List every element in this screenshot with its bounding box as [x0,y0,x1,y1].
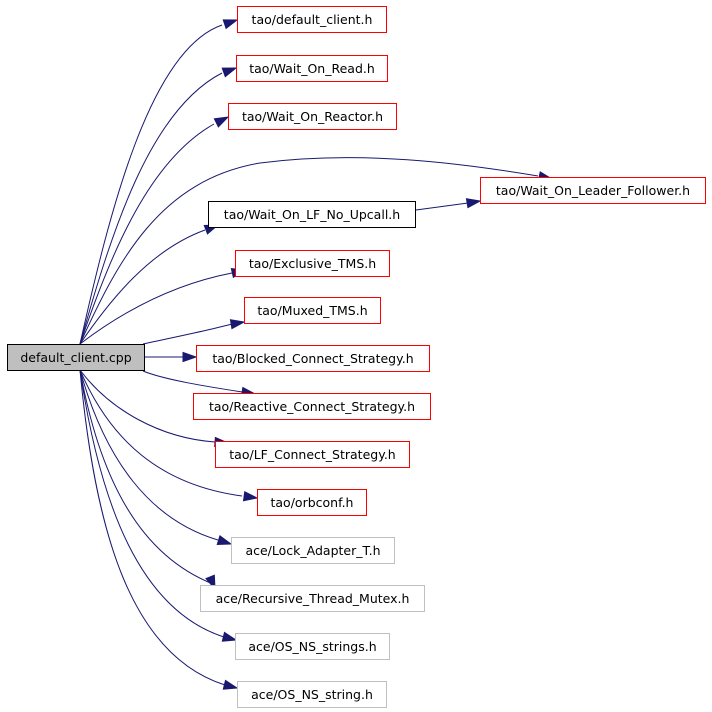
node-tao-exclusive-tms-h[interactable]: tao/Exclusive_TMS.h [235,250,390,277]
node-tao-lf-connect-strategy-h[interactable]: tao/LF_Connect_Strategy.h [215,441,410,468]
arrowhead-root-n2 [221,67,238,78]
node-tao-default-client-h[interactable]: tao/default_client.h [237,6,387,33]
edge-n5-n4 [415,202,469,211]
node-tao-wait-on-leader-follower-h[interactable]: tao/Wait_On_Leader_Follower.h [480,177,706,204]
arrowhead-root-n11 [242,491,259,502]
node-ace-lock-adapter-t-h[interactable]: ace/Lock_Adapter_T.h [231,537,395,564]
edge-root-n4 [79,157,539,345]
edge-root-n1 [79,24,223,345]
arrowhead-root-n7 [229,319,246,330]
node-ace-os-ns-string-h[interactable]: ace/OS_NS_string.h [237,681,387,708]
arrowhead-root-n1 [222,19,239,30]
node-tao-wait-on-read-h[interactable]: tao/Wait_On_Read.h [236,55,388,82]
arrowhead-root-n14 [221,631,238,642]
arrowhead-root-n8 [182,351,198,363]
arrowhead-n5-n4 [465,198,482,209]
edge-root-n3 [79,123,215,345]
edge-root-n6 [79,272,233,345]
node-ace-os-ns-strings-h[interactable]: ace/OS_NS_strings.h [235,633,390,660]
node-tao-wait-on-lf-no-upcall-h[interactable]: tao/Wait_On_LF_No_Upcall.h [208,201,416,228]
edge-root-n15 [79,369,226,686]
edge-root-n13 [79,369,214,585]
node-ace-recursive-thread-mutex-h[interactable]: ace/Recursive_Thread_Mutex.h [200,585,425,612]
edge-root-n10 [79,369,216,443]
node-tao-reactive-connect-strategy-h[interactable]: tao/Reactive_Connect_Strategy.h [193,393,431,420]
node-tao-orbconf-h[interactable]: tao/orbconf.h [257,489,367,516]
node-tao-wait-on-reactor-h[interactable]: tao/Wait_On_Reactor.h [228,103,397,130]
edge-root-n7 [142,323,233,345]
node-tao-blocked-connect-strategy-h[interactable]: tao/Blocked_Connect_Strategy.h [196,345,430,372]
arrowhead-root-n3 [213,116,230,128]
edge-root-n11 [79,369,243,497]
edge-root-n14 [79,369,225,638]
edge-root-n2 [79,72,223,345]
edge-root-n5 [79,229,206,345]
arrowhead-root-n15 [222,679,239,690]
node-tao-muxed-tms-h[interactable]: tao/Muxed_TMS.h [244,297,381,324]
arrowhead-root-n12 [216,535,233,546]
edge-root-n12 [79,369,219,541]
root-node-default-client-cpp[interactable]: default_client.cpp [7,344,145,371]
edge-root-n9 [142,370,243,393]
